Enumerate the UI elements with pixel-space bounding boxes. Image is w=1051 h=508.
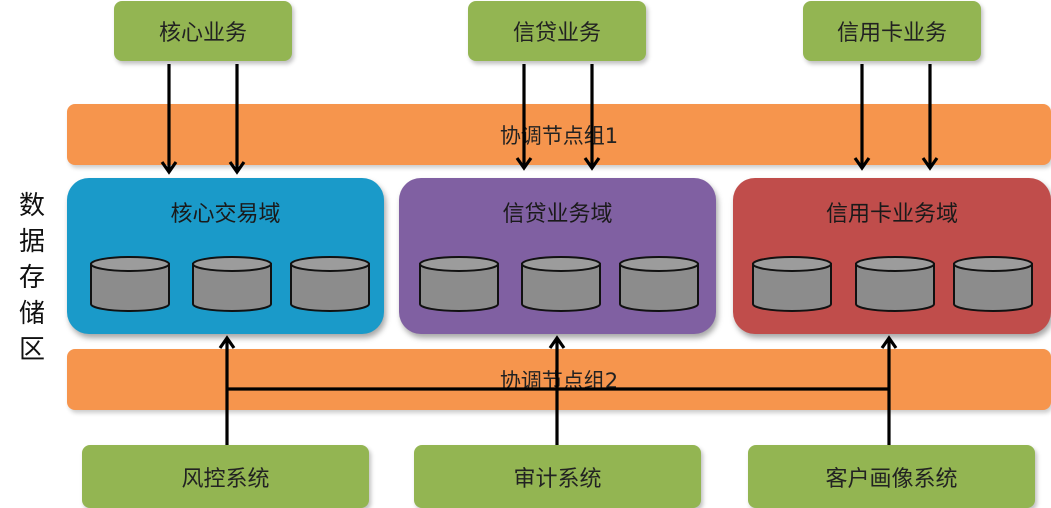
database-cylinder-2-1 [419, 256, 499, 312]
arrow-audit-up [548, 335, 566, 445]
arrow-card-left [853, 64, 871, 171]
side-char-4: 储 [18, 299, 45, 329]
database-cylinder-2-2 [521, 256, 601, 312]
database-cylinder-2-3 [619, 256, 699, 312]
core-trading-domain-title: 核心交易域 [170, 202, 281, 227]
arrow-core-left [160, 64, 178, 175]
data-storage-area-label: 数 据 存 储 区 [14, 188, 50, 368]
database-cylinder-3-3 [953, 256, 1033, 312]
audit-system-box: 审计系统 [414, 445, 701, 508]
arrow-card-right [921, 64, 939, 171]
coordination-band-bottom: 协调节点组2 [67, 349, 1051, 410]
coordination-band-top-label: 协调节点组1 [499, 123, 619, 148]
arrow-core-right [228, 64, 246, 175]
risk-control-system-label: 风控系统 [181, 466, 270, 492]
core-business-label: 核心业务 [158, 21, 247, 46]
arrow-risk-up [218, 335, 236, 445]
core-business-box: 核心业务 [114, 1, 292, 61]
database-cylinder-1-1 [90, 256, 170, 312]
side-char-3: 存 [18, 263, 45, 293]
credit-business-box: 信贷业务 [468, 1, 646, 61]
credit-business-domain-title: 信贷业务域 [502, 202, 613, 227]
arrow-profile-up [880, 335, 898, 445]
customer-profile-system-box: 客户画像系统 [748, 445, 1035, 508]
customer-profile-system-label: 客户画像系统 [825, 466, 958, 492]
database-cylinder-3-2 [855, 256, 935, 312]
audit-system-label: 审计系统 [513, 466, 602, 492]
side-char-2: 据 [18, 227, 45, 257]
database-layer [90, 256, 1033, 312]
coordination-band-top: 协调节点组1 [67, 104, 1051, 165]
arrow-credit-left [515, 64, 533, 171]
side-char-1: 数 [18, 191, 45, 221]
arrow-layer [160, 64, 939, 445]
side-char-5: 区 [18, 335, 45, 365]
credit-card-domain-title: 信用卡业务域 [825, 202, 958, 227]
database-cylinder-3-1 [752, 256, 832, 312]
risk-control-system-box: 风控系统 [82, 445, 369, 508]
database-cylinder-1-3 [290, 256, 370, 312]
arrow-credit-right [583, 64, 601, 171]
database-cylinder-1-2 [192, 256, 272, 312]
credit-business-label: 信贷业务 [512, 21, 601, 46]
credit-card-business-label: 信用卡业务 [836, 21, 947, 46]
credit-card-business-box: 信用卡业务 [803, 1, 981, 61]
